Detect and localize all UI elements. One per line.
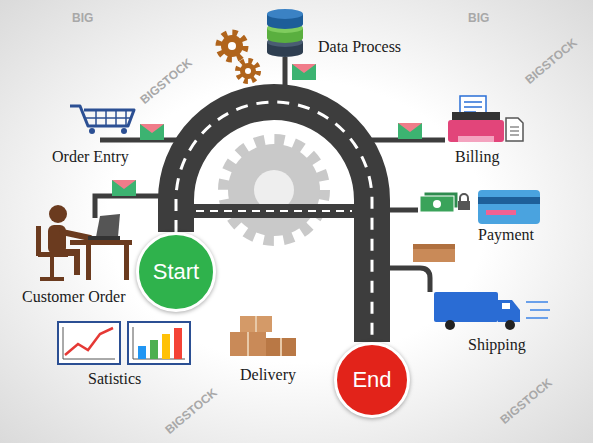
desk-leg (86, 245, 91, 280)
icon-label: Data Process (318, 38, 401, 56)
chart-bar (162, 334, 170, 359)
node-circle: Start (136, 232, 216, 312)
truck-wheel (505, 320, 515, 330)
chair-base (40, 277, 64, 281)
road-band (194, 204, 354, 218)
icon-label: Shipping (468, 336, 526, 354)
road-surface (176, 102, 372, 342)
icon-label: Billing (455, 148, 499, 166)
watermark: BIG (468, 12, 489, 25)
lock-shackle (460, 194, 468, 201)
laptop-screen (96, 214, 120, 237)
credit-card (478, 190, 540, 224)
machine-body (448, 120, 504, 142)
bill-lines (464, 102, 482, 112)
chart-panel (58, 322, 120, 364)
shipping-branch (388, 268, 430, 292)
chart-bar (174, 328, 182, 359)
icon-label: Satistics (88, 370, 141, 388)
document-icon (506, 118, 523, 141)
gear-hole (245, 68, 251, 74)
chart-axis (63, 327, 115, 359)
truck-window (502, 303, 510, 309)
gear-hole (228, 42, 236, 50)
envelope-icon (398, 123, 422, 139)
chart-bar (138, 346, 146, 359)
desk-leg (124, 245, 129, 280)
chart-panel (128, 322, 190, 364)
order-branch (100, 138, 178, 143)
gear-teeth (238, 61, 258, 81)
gear-body (221, 35, 243, 57)
cart-frame (70, 106, 134, 126)
gear-teeth (219, 33, 245, 59)
card-stripe (478, 197, 540, 204)
payment-branch (388, 208, 418, 213)
gear-body (240, 63, 256, 79)
watermark: BIGSTOCK (498, 376, 555, 427)
lock-body (458, 201, 470, 210)
person-arm (62, 232, 90, 238)
watermark: BIGSTOCK (523, 36, 580, 87)
node-circle: End (334, 342, 410, 418)
chair-back (36, 226, 41, 256)
banknote-mark (433, 200, 441, 208)
customer-branch (95, 196, 160, 218)
truck-cargo (434, 292, 498, 322)
gear-body (228, 144, 320, 236)
desk-top (70, 240, 132, 245)
chair-leg (50, 257, 54, 278)
node-label: Start (153, 260, 199, 284)
icon-label: Order Entry (52, 148, 129, 166)
road-dashes (176, 102, 372, 342)
envelope-icon (292, 64, 316, 80)
watermark: BIGSTOCK (163, 386, 220, 437)
person-head (49, 205, 67, 223)
line-chart (65, 328, 113, 355)
card-strip (486, 210, 516, 215)
road-connector (176, 102, 372, 342)
envelope-icon (140, 124, 164, 140)
person-legs (52, 249, 80, 275)
watermark: BIGSTOCK (138, 56, 195, 107)
box-tape (248, 316, 281, 356)
package-lid (413, 244, 455, 249)
icon-label: Delivery (240, 366, 296, 384)
icon-label: Payment (478, 226, 534, 244)
document-lines (510, 127, 519, 135)
database-top (267, 9, 303, 19)
banknote (420, 196, 454, 212)
icon-label: Customer Order (22, 288, 126, 306)
cart-wheel (89, 128, 95, 134)
truck-cab (498, 300, 520, 322)
chart-axis (133, 327, 185, 359)
chart-bar (150, 340, 158, 359)
node-label: End (352, 368, 391, 392)
machine-tray (458, 136, 494, 142)
watermark: BIG (72, 12, 93, 25)
speed-lines (526, 302, 550, 318)
truck-wheel (445, 320, 455, 330)
cart-grid (86, 111, 130, 125)
laptop-base (88, 236, 120, 240)
cart-wheel (121, 128, 127, 134)
road-band-dashes (196, 210, 352, 212)
package-box (413, 244, 455, 262)
envelope-icon (112, 180, 136, 196)
gear-teeth (224, 140, 324, 240)
